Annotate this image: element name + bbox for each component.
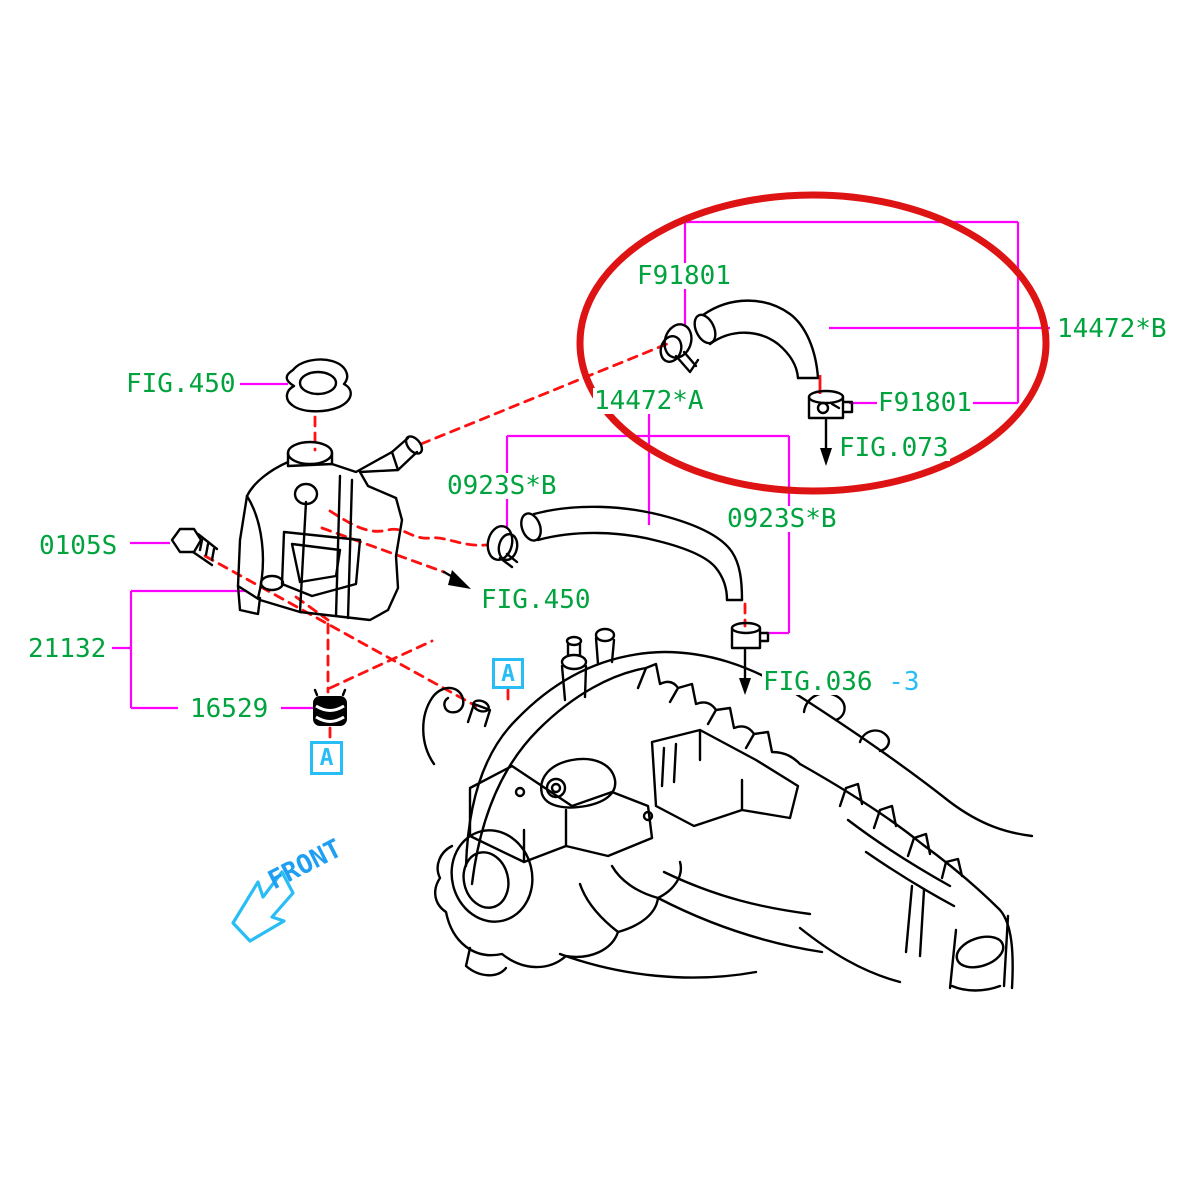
- reference-dashes: [203, 342, 822, 743]
- hose-fitting-f91801: [807, 389, 854, 420]
- callout-14472b: 14472*B: [1056, 314, 1168, 344]
- bolt-0105s: [170, 527, 219, 567]
- section-marker-a2: A: [310, 741, 343, 775]
- hose-clamp-upper: [659, 323, 700, 374]
- callout-fig036-text: FIG.036: [763, 667, 873, 697]
- fig073-arrowhead: [820, 448, 832, 466]
- hose-fitting-lower: [730, 621, 770, 650]
- callout-fig036: FIG.036 -3: [762, 669, 921, 695]
- callout-0923sb-right: 0923S*B: [726, 504, 838, 534]
- callout-0923sb-left: 0923S*B: [446, 471, 558, 501]
- fig036-arrowhead: [739, 678, 751, 695]
- callout-fig036-suffix: -3: [888, 667, 920, 697]
- grommet-16529: [313, 688, 347, 726]
- callout-fig450-mid: FIG.450: [480, 585, 592, 615]
- fig450-mid-arrow: [442, 570, 471, 589]
- section-marker-a2-letter: A: [319, 745, 334, 771]
- highlight-ellipse: [576, 191, 1050, 495]
- intake-manifold: [422, 627, 1034, 992]
- callout-f91801-top: F91801: [636, 261, 732, 291]
- hose-clamp-middle: [486, 524, 519, 569]
- section-marker-a1-letter: A: [501, 660, 515, 687]
- middle-hose-assembly: [486, 505, 770, 695]
- leader-lines: [112, 220, 1050, 710]
- callout-f91801-right: F91801: [877, 388, 973, 418]
- callout-14472a: 14472*A: [593, 386, 705, 416]
- front-arrow: [231, 870, 295, 943]
- reservoir-tank: [236, 435, 424, 622]
- callout-fig450-top: FIG.450: [125, 369, 237, 399]
- callout-fig073: FIG.073: [838, 433, 950, 463]
- section-marker-a1: A: [492, 658, 524, 689]
- callout-0105s: 0105S: [38, 531, 119, 561]
- callout-21132: 21132: [27, 634, 108, 664]
- upper-hose-assembly: [659, 299, 854, 466]
- radiator-cap: [285, 358, 352, 413]
- callout-16529: 16529: [189, 694, 270, 724]
